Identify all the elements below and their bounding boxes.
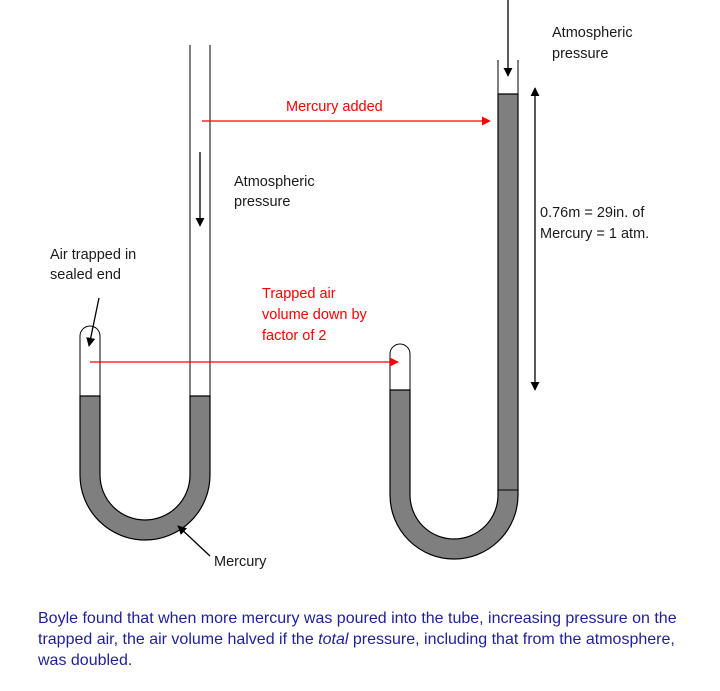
height-dimension-label: 0.76m = 29in. of Mercury = 1 atm. xyxy=(540,205,649,242)
air-trapped-label: Air trapped in sealed end xyxy=(50,247,140,283)
caption: Boyle found that when more mercury was p… xyxy=(38,608,698,671)
boyle-experiment-diagram: Atmospheric pressure Atmospheric pressur… xyxy=(50,0,649,570)
caption-text-start: Boyle found that when more mercury was p… xyxy=(38,610,677,648)
air-trapped-pointer-arrow xyxy=(86,297,100,347)
right-open-arm-glass xyxy=(497,60,519,94)
left-u-tube xyxy=(79,45,211,541)
right-u-tube xyxy=(389,60,519,560)
atm-pressure-label-left: Atmospheric pressure xyxy=(234,174,319,210)
caption-text-end: pressure, including that from the atmosp… xyxy=(38,631,675,669)
mercury-pointer-arrow xyxy=(177,525,211,557)
left-mercury-column xyxy=(79,395,211,541)
caption-italic-total: total xyxy=(318,631,349,648)
mercury-label: Mercury xyxy=(214,554,267,570)
trapped-volume-label: Trapped air volume down by factor of 2 xyxy=(262,286,371,344)
left-open-arm-glass xyxy=(189,45,211,396)
right-mercury-column xyxy=(389,93,519,560)
right-sealed-arm-glass xyxy=(389,343,411,392)
mercury-added-label: Mercury added xyxy=(286,99,383,115)
atm-pressure-label-right: Atmospheric pressure xyxy=(552,25,637,62)
